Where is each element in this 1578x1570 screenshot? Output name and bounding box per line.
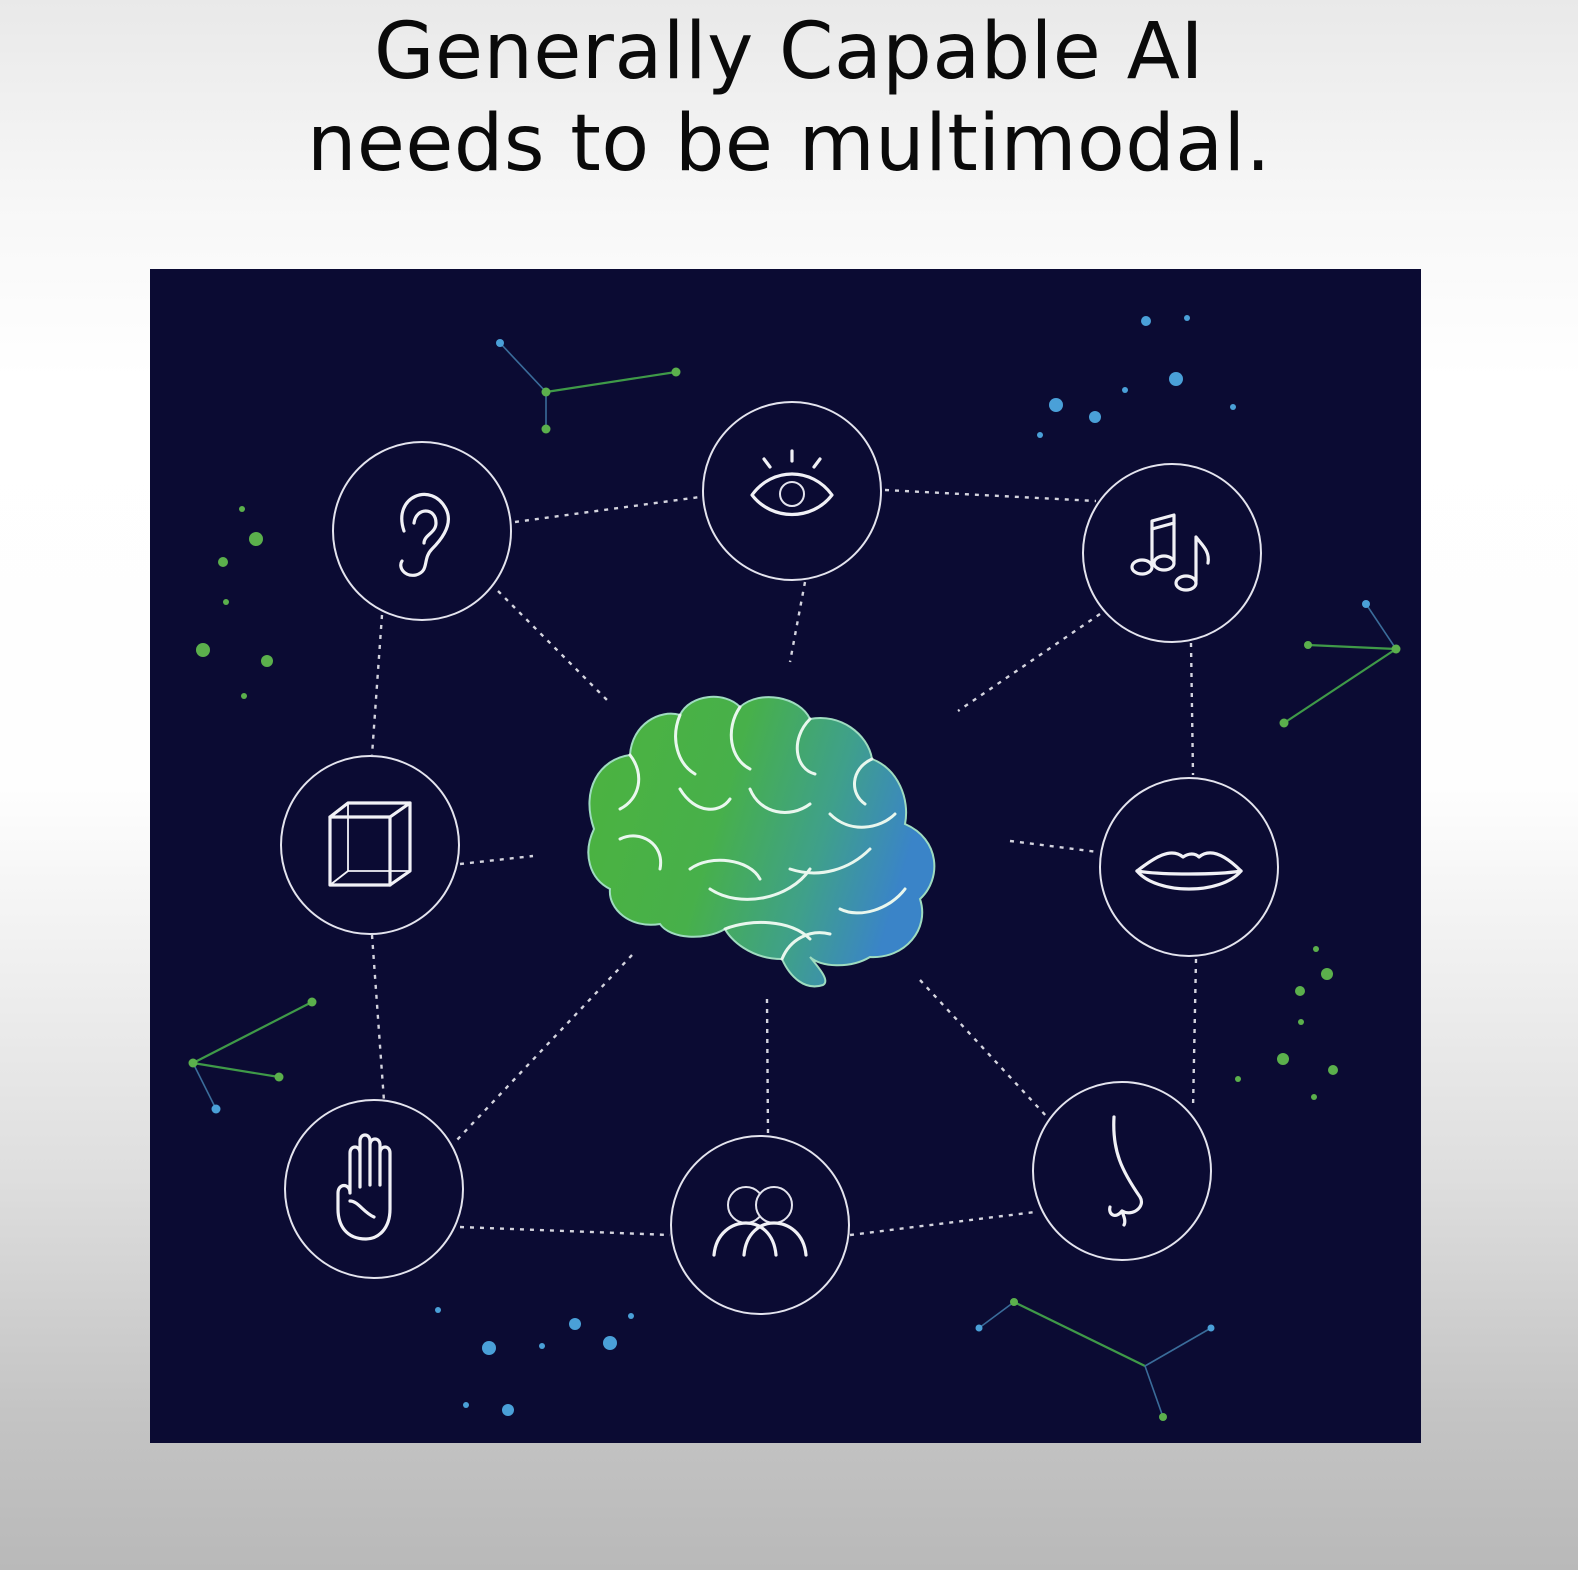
node-smell bbox=[1032, 1081, 1212, 1261]
node-3d bbox=[280, 755, 460, 935]
node-touch bbox=[284, 1099, 464, 1279]
link-lips-nose bbox=[1191, 958, 1198, 1110]
hand-icon bbox=[336, 1133, 392, 1241]
node-vision bbox=[702, 401, 882, 581]
link-brain-hand bbox=[455, 954, 633, 1142]
link-ear-brain bbox=[497, 590, 608, 701]
eye-icon bbox=[750, 449, 834, 516]
nose-icon bbox=[1108, 1115, 1143, 1227]
link-ear-eye bbox=[514, 495, 701, 524]
link-hand-people bbox=[459, 1225, 671, 1237]
title-line-2: needs to be multimodal. bbox=[306, 99, 1272, 189]
link-cube-brain bbox=[459, 854, 534, 866]
link-eye-music bbox=[884, 488, 1097, 503]
multimodal-diagram bbox=[150, 269, 1421, 1443]
node-social bbox=[670, 1135, 850, 1315]
link-people-nose bbox=[849, 1210, 1036, 1237]
ear-icon bbox=[399, 492, 450, 577]
people-icon bbox=[712, 1186, 808, 1257]
music-notes-icon bbox=[1130, 513, 1210, 592]
diagram-canvas bbox=[188, 315, 1401, 1421]
cube-icon bbox=[328, 801, 412, 887]
node-hearing bbox=[332, 441, 512, 621]
link-brain-nose bbox=[919, 979, 1049, 1119]
link-ear-cube bbox=[370, 614, 384, 756]
connection-links bbox=[370, 488, 1198, 1237]
link-music-lips bbox=[1189, 642, 1195, 776]
link-cube-hand bbox=[370, 934, 386, 1102]
title-line-1: Generally Capable AI bbox=[374, 7, 1204, 97]
node-speech bbox=[1099, 777, 1279, 957]
link-music-brain bbox=[957, 613, 1101, 712]
node-music bbox=[1082, 463, 1262, 643]
page-title: Generally Capable AI needs to be multimo… bbox=[0, 6, 1578, 190]
link-eye-brain bbox=[788, 581, 807, 663]
lips-icon bbox=[1135, 851, 1243, 891]
constellations bbox=[188, 315, 1401, 1421]
brain-icon bbox=[587, 695, 936, 988]
link-brain-people bbox=[765, 998, 770, 1136]
link-lips-brain bbox=[1009, 839, 1099, 854]
